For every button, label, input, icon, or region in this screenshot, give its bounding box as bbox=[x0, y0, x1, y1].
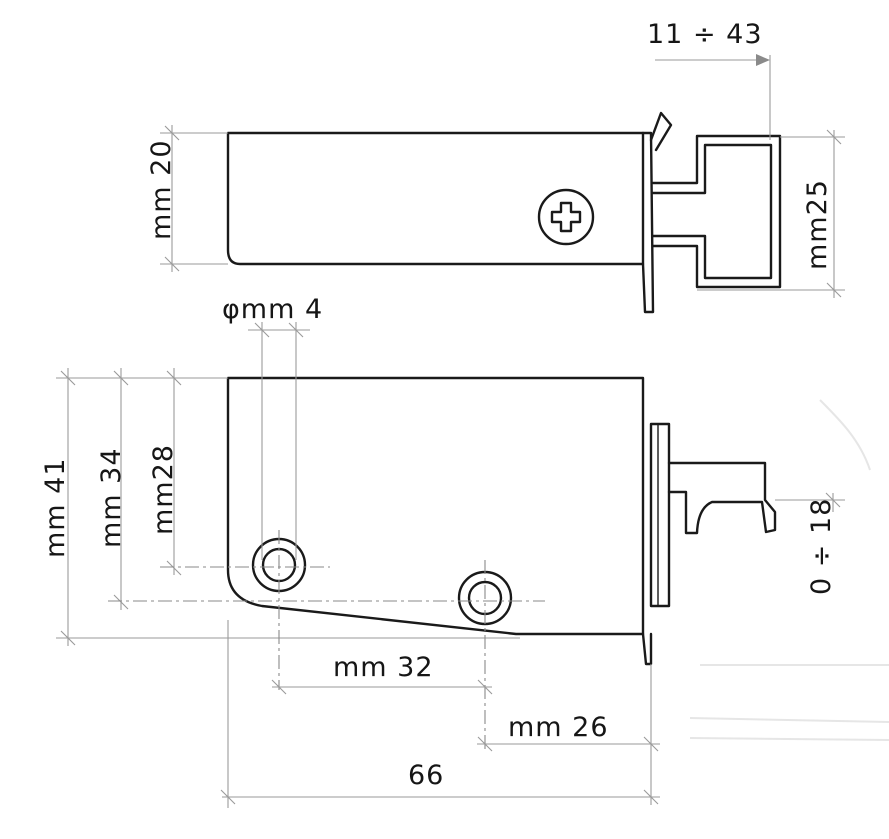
top-view-bracket bbox=[651, 134, 782, 289]
front-view-bracket bbox=[667, 461, 777, 535]
dim-label-height-top: mm 20 bbox=[146, 139, 177, 240]
background-marks bbox=[689, 399, 889, 741]
dim-label-height-28: mm28 bbox=[148, 444, 179, 535]
top-view-plate bbox=[641, 131, 655, 314]
top-view bbox=[226, 111, 782, 314]
dim-label-bracket-width: mm25 bbox=[802, 179, 833, 270]
dim-label-height-34: mm 34 bbox=[96, 447, 127, 548]
dim-label-total-length: 66 bbox=[408, 760, 444, 791]
phillips-screw-icon bbox=[537, 188, 595, 246]
dim-label-hole-diameter: φmm 4 bbox=[222, 294, 323, 325]
top-view-body bbox=[226, 131, 645, 266]
dimension-lines bbox=[56, 54, 845, 808]
dim-label-hole-spacing: mm 32 bbox=[333, 652, 434, 683]
front-view bbox=[226, 376, 777, 666]
dim-label-vertical-adjust: 0 ÷ 18 bbox=[806, 498, 837, 595]
front-view-body bbox=[226, 376, 645, 636]
dim-label-height-41: mm 41 bbox=[40, 457, 71, 558]
dim-label-offset: mm 26 bbox=[508, 712, 609, 743]
dim-label-stroke: 11 ÷ 43 bbox=[647, 19, 763, 50]
